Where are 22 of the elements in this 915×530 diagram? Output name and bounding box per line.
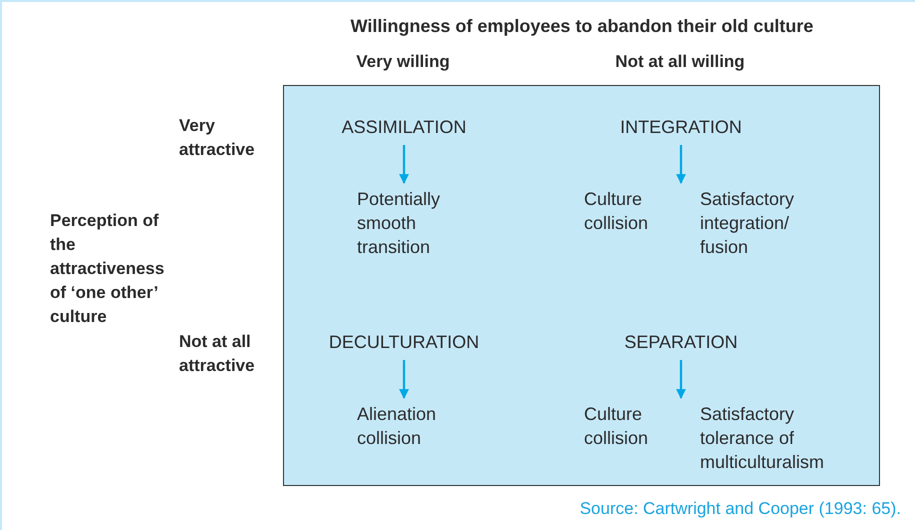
column-heading: Very willing <box>355 51 451 73</box>
quadrant-heading: ASSIMILATION <box>304 115 504 139</box>
column-heading: Not at all willing <box>614 51 746 73</box>
axis-label: Perception of the attractiveness of ‘one other’ culture <box>50 210 166 328</box>
outcome-text: Satisfactory tolerance of multiculturalism <box>700 402 870 474</box>
arrow <box>676 360 686 399</box>
outcome-text: Satisfactory integration/ fusion <box>700 187 825 259</box>
source-caption: Source: Cartwright and Cooper (1993: 65). <box>580 499 901 519</box>
quadrant-heading: INTEGRATION <box>581 115 781 139</box>
quadrant-grid-box <box>283 85 880 486</box>
quadrant-heading: SEPARATION <box>581 330 781 354</box>
outcome-text: Culture collision <box>584 187 669 235</box>
quadrant-heading: DECULTURATION <box>304 330 504 354</box>
outcome-text: Potentially smooth transition <box>357 187 472 259</box>
row-heading: Not at all attractive <box>179 331 256 377</box>
chart-title: Willingness of employees to abandon their old culture <box>350 15 814 38</box>
outcome-text: Alienation collision <box>357 402 462 450</box>
arrow <box>676 145 686 184</box>
arrow <box>399 360 409 399</box>
outcome-text: Culture collision <box>584 402 669 450</box>
arrow <box>399 145 409 184</box>
row-heading: Very attractive <box>179 115 256 161</box>
